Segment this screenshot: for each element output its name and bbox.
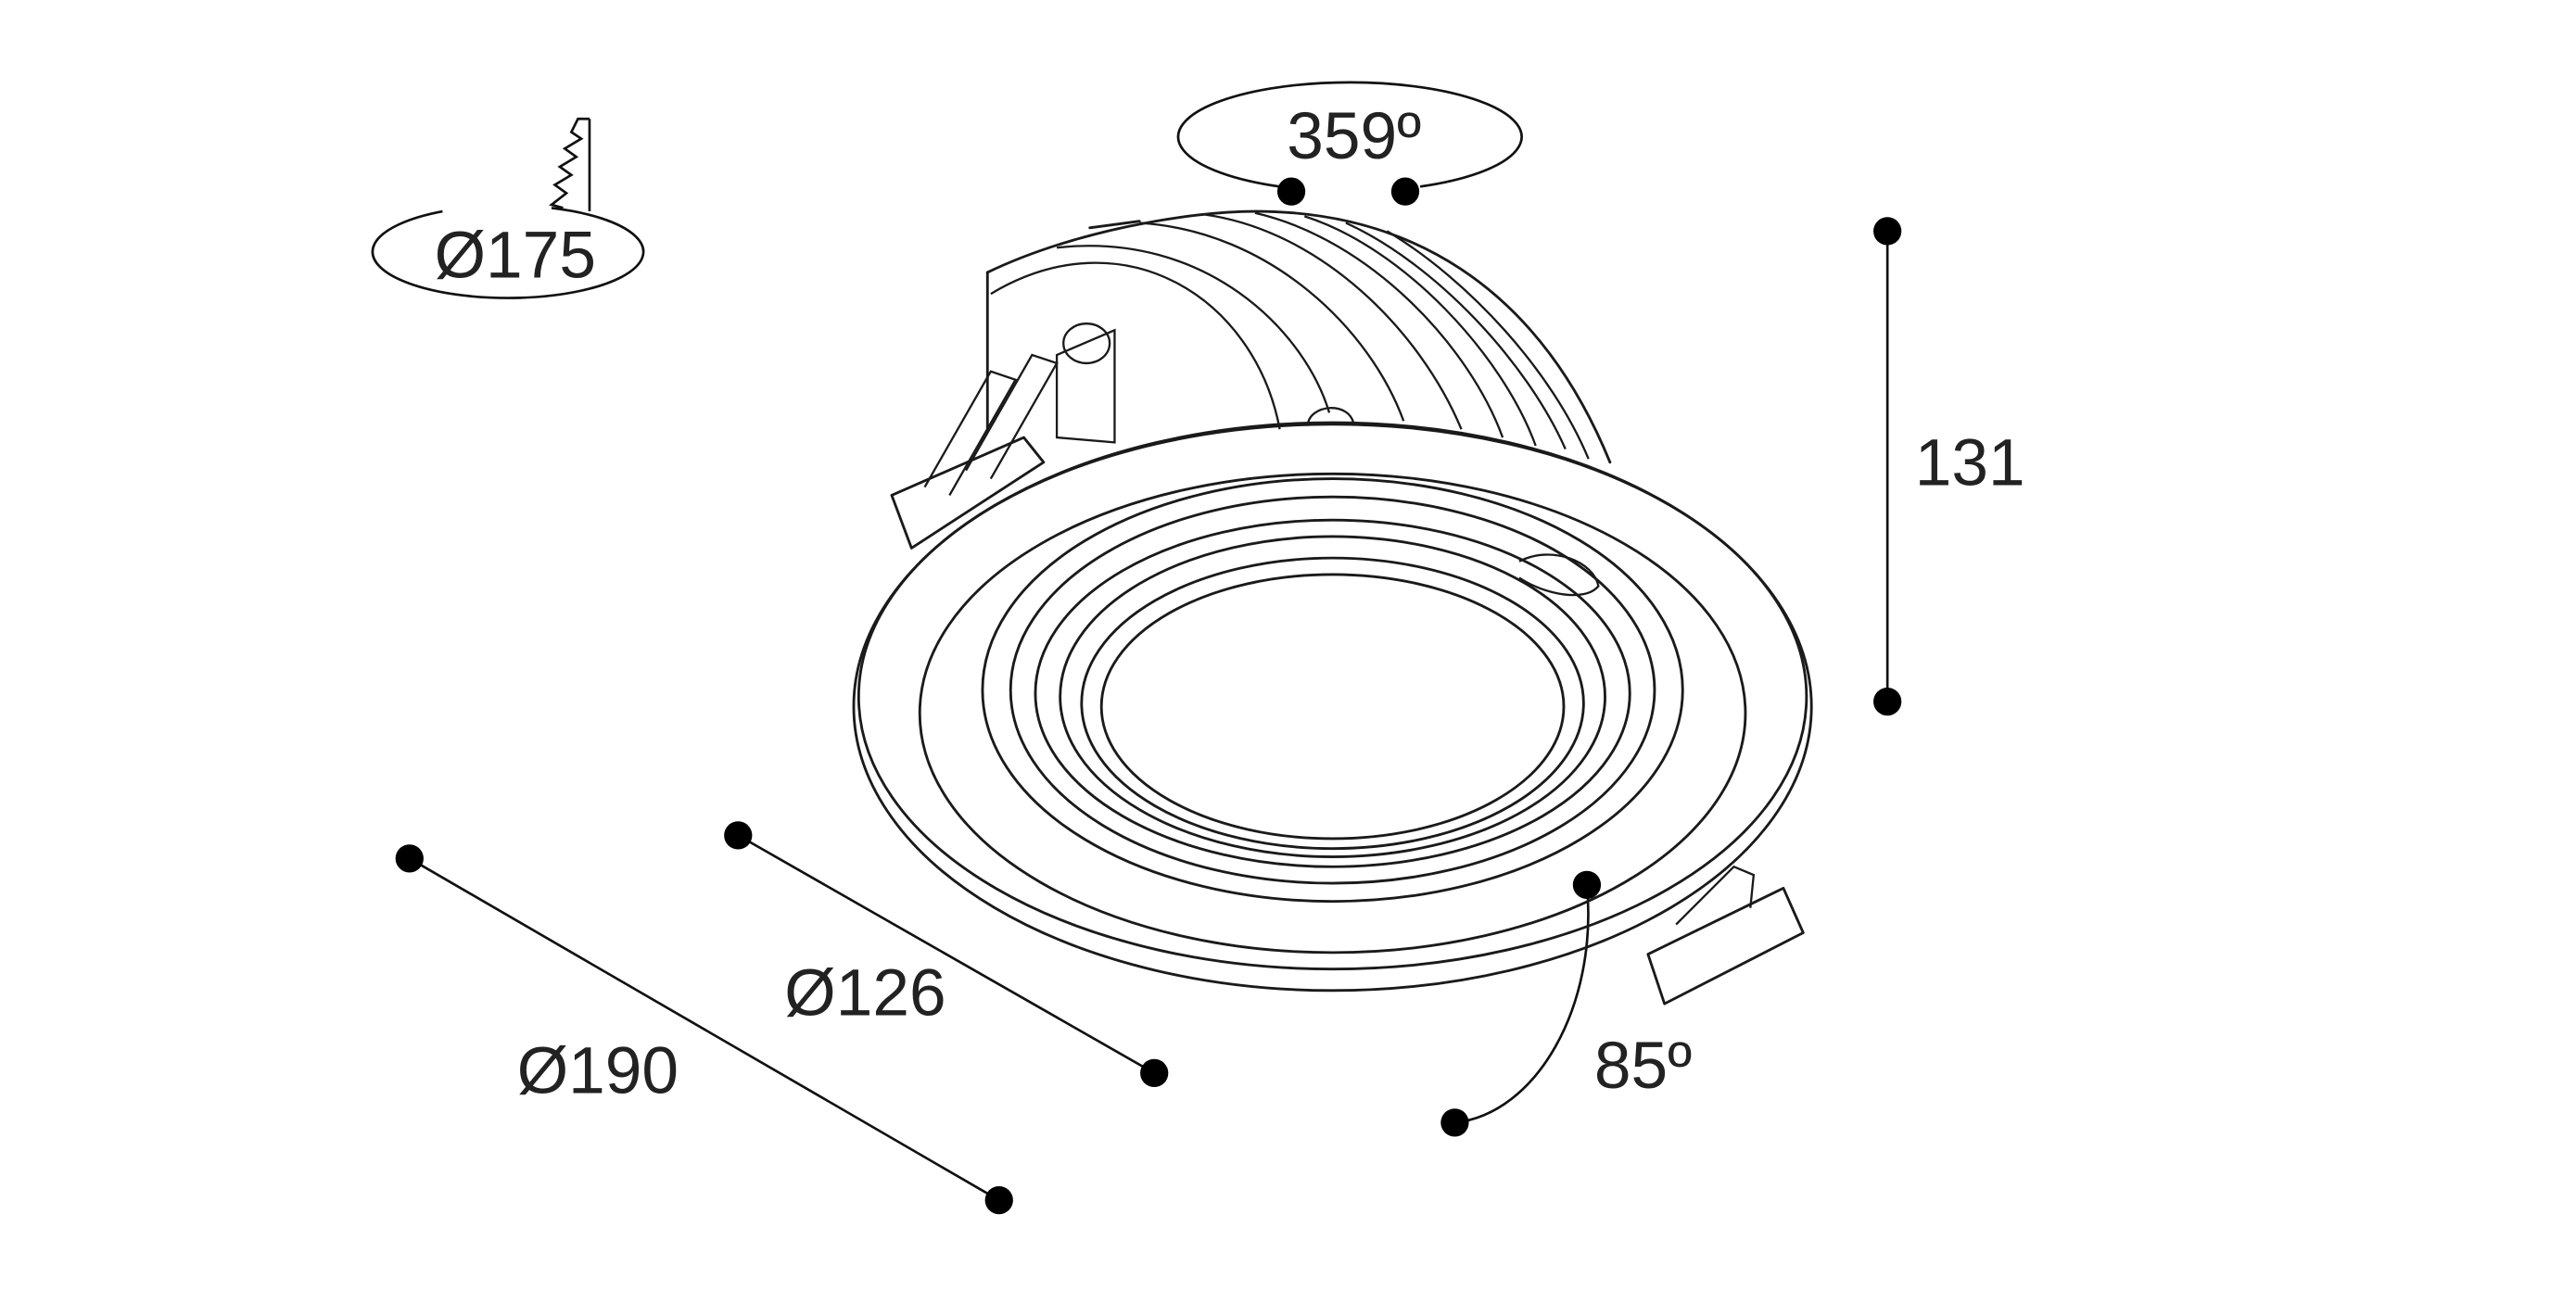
cutout-saw-icon: [371, 117, 645, 299]
downlight-drawing: [852, 209, 1813, 1005]
height-label: 131: [1915, 426, 2025, 500]
outer-diameter-label: Ø190: [517, 1033, 679, 1107]
rotation-dot-right: [1390, 177, 1420, 206]
cutout-diameter-label: Ø175: [435, 218, 596, 292]
rotation-indicator: [1176, 81, 1523, 206]
tilt-indicator: [1440, 870, 1602, 1137]
outer-diameter-dimension: [395, 844, 1013, 1215]
tilt-label: 85º: [1594, 1029, 1692, 1103]
height-dimension: [1873, 217, 1902, 716]
rotation-dot-left: [1276, 177, 1306, 206]
inner-diameter-label: Ø126: [784, 956, 945, 1031]
rotation-label: 359º: [1287, 99, 1421, 173]
inner-diameter-dimension: [724, 821, 1169, 1088]
